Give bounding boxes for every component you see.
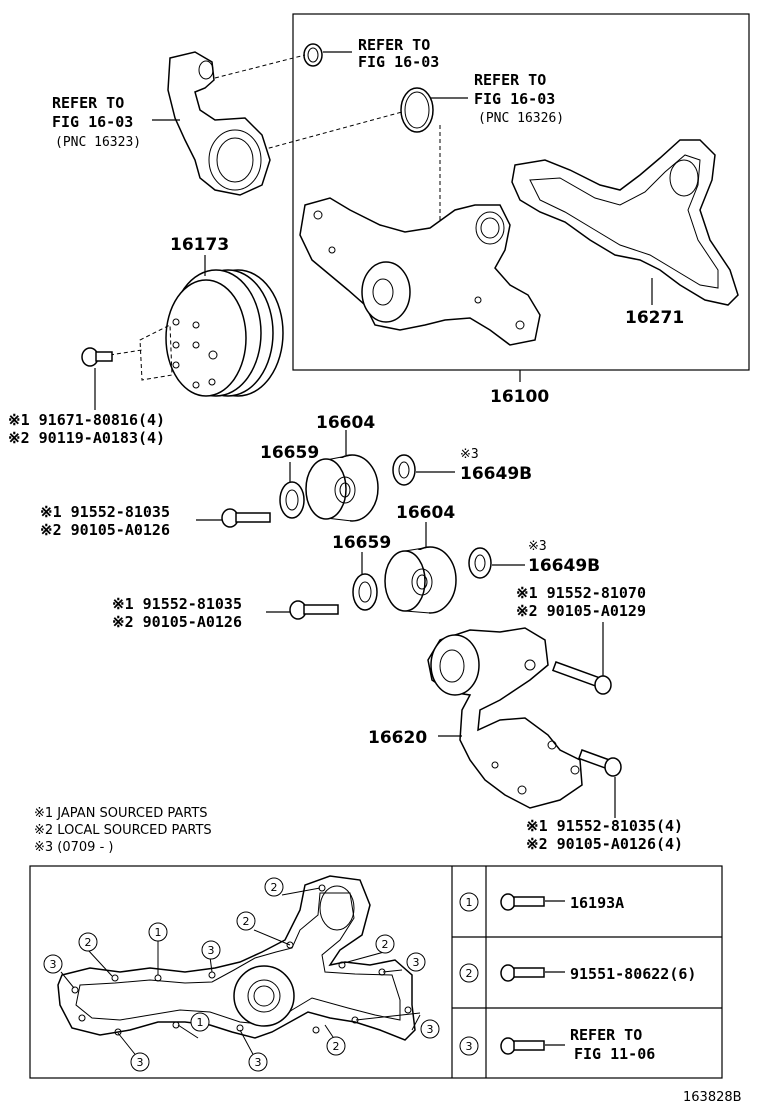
tensioner-part-number: 16620: [368, 728, 427, 748]
location-marker-6-label: 3: [50, 958, 57, 971]
idler-bolt-mid-pn-1: ※1 91552-81035: [112, 595, 242, 613]
refer-callout-3-line1: REFER TO: [52, 94, 124, 112]
refer-callout-3-line3: (PNC 16323): [55, 135, 141, 150]
location-marker-7: 2: [375, 934, 395, 954]
location-marker-6: 3: [43, 954, 63, 974]
water-pump-body: [299, 197, 541, 346]
location-marker-9: 3: [420, 1019, 440, 1039]
location-marker-10-label: 1: [197, 1016, 204, 1029]
tensioner-bolt-bottom-pn-2: ※2 90105-A0126(4): [526, 835, 683, 853]
water-pump-gasket: [511, 139, 739, 306]
location-marker-10: 1: [190, 1012, 210, 1032]
idler-pulley-mid: [384, 546, 457, 614]
table-row-text-3: REFER TO: [570, 1026, 642, 1044]
belt-tensioner: [427, 627, 583, 809]
refer-callout-3-line2: FIG 16-03: [52, 113, 133, 131]
pulley-bolt: [81, 347, 113, 367]
refer-callout-2-line1: REFER TO: [474, 71, 546, 89]
location-marker-1-label: 2: [271, 881, 278, 894]
refer-callout-1-line2: FIG 16-03: [358, 53, 439, 71]
location-marker-13: 3: [248, 1052, 268, 1072]
cover-mid-mark: ※3: [528, 539, 547, 554]
bolt-location-frame: [29, 865, 723, 1079]
table-key-marker-3-label: 3: [466, 1040, 473, 1053]
idler-bolt-top-pn-1: ※1 91552-81035: [40, 503, 170, 521]
table-key-marker-3: 3: [459, 1036, 479, 1056]
bolt-location-pump-outline: [57, 875, 416, 1041]
pulley-bolt-pn-2: ※2 90119-A0183(4): [8, 429, 165, 447]
idler-plate-top-part-number: 16659: [260, 443, 319, 463]
pulley-part-number: 16173: [170, 235, 229, 255]
idler-bolt-mid-pn-2: ※2 90105-A0126: [112, 613, 242, 631]
table-row-text-1: 16193A: [570, 894, 624, 912]
legend-note-2: ※2 LOCAL SOURCED PARTS: [34, 823, 212, 838]
idler-bolt-top-pn-2: ※2 90105-A0126: [40, 521, 170, 539]
tensioner-bolt-bottom-pn-1: ※1 91552-81035(4): [526, 817, 683, 835]
idler-bolt-top: [221, 508, 271, 528]
location-marker-11-label: 3: [137, 1056, 144, 1069]
location-marker-13-label: 3: [255, 1056, 262, 1069]
idler-pulley-top: [305, 454, 379, 522]
location-marker-1: 2: [264, 877, 284, 897]
cover-top-mark: ※3: [460, 447, 479, 462]
location-marker-7-label: 2: [382, 938, 389, 951]
location-marker-3: 1: [148, 922, 168, 942]
location-marker-9-label: 3: [427, 1023, 434, 1036]
table-key-marker-2-label: 2: [466, 967, 473, 980]
idler-cover-mid: [468, 547, 492, 579]
table-row-text-3-line2: FIG 11-06: [574, 1045, 655, 1063]
location-marker-8-label: 3: [413, 956, 420, 969]
location-marker-8: 3: [406, 952, 426, 972]
location-marker-12-label: 2: [333, 1040, 340, 1053]
location-marker-12: 2: [326, 1036, 346, 1056]
location-marker-3-label: 1: [155, 926, 162, 939]
idler-cover-top: [392, 454, 416, 486]
table-key-marker-1-label: 1: [466, 896, 473, 909]
o-ring-small: [303, 43, 323, 67]
bolt-location-markers: [60, 887, 421, 1059]
table-row-text-2: 91551-80622(6): [570, 965, 696, 983]
idler-plate-mid: [352, 573, 378, 611]
tensioner-bolt-bottom: [577, 749, 622, 777]
location-marker-2-label: 2: [85, 936, 92, 949]
legend-note-1: ※1 JAPAN SOURCED PARTS: [34, 806, 208, 821]
table-bolt-icon-3: [500, 1037, 545, 1055]
idler-top-part-number: 16604: [316, 413, 375, 433]
tensioner-bolt-top: [551, 661, 612, 695]
refer-callout-2-line3: (PNC 16326): [478, 111, 564, 126]
idler-plate-mid-part-number: 16659: [332, 533, 391, 553]
location-marker-2: 2: [78, 932, 98, 952]
pulley-bolt-pn-1: ※1 91671-80816(4): [8, 411, 165, 429]
idler-plate-top: [279, 481, 305, 519]
table-bolt-icon-1: [500, 893, 545, 911]
location-marker-11: 3: [130, 1052, 150, 1072]
water-inlet-housing: [167, 51, 271, 196]
idler-mid-part-number: 16604: [396, 503, 455, 523]
idler-bolt-mid: [289, 600, 339, 620]
location-marker-5: 3: [201, 940, 221, 960]
tensioner-bolt-top-pn-2: ※2 90105-A0129: [516, 602, 646, 620]
location-marker-5-label: 3: [208, 944, 215, 957]
refer-callout-2-line2: FIG 16-03: [474, 90, 555, 108]
pump-assembly-frame: [292, 13, 750, 371]
cover-top-part-number: 16649B: [460, 464, 532, 484]
water-pump-pulley: [165, 269, 284, 397]
refer-callout-1-line1: REFER TO: [358, 36, 430, 54]
pump-assembly-part-number: 16100: [490, 387, 549, 407]
table-bolt-icon-2: [500, 964, 545, 982]
location-marker-4-label: 2: [243, 915, 250, 928]
gasket-part-number: 16271: [625, 308, 684, 328]
legend-note-3: ※3 (0709 - ): [34, 840, 113, 855]
cover-mid-part-number: 16649B: [528, 556, 600, 576]
location-marker-4: 2: [236, 911, 256, 931]
table-key-marker-1: 1: [459, 892, 479, 912]
tensioner-bolt-top-pn-1: ※1 91552-81070: [516, 584, 646, 602]
o-ring-large: [400, 87, 434, 133]
table-key-marker-2: 2: [459, 963, 479, 983]
figure-id: 163828B: [683, 1090, 742, 1105]
